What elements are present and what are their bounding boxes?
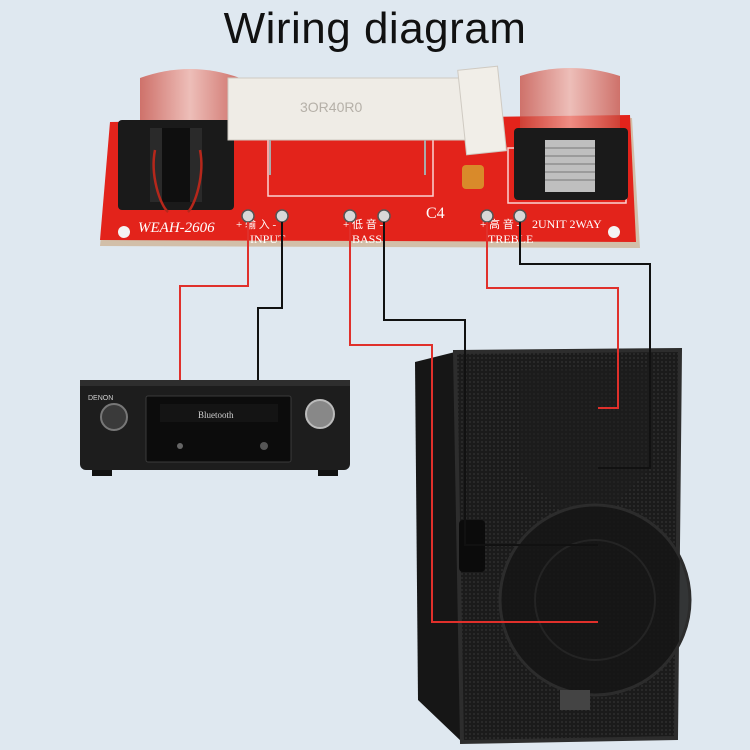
- treble-label: TREBLE: [488, 232, 533, 246]
- inductor-right: [514, 68, 628, 200]
- resistor-block: 3OR40R0: [227, 77, 467, 175]
- mount-hole: [608, 226, 620, 238]
- inductor-left: [118, 69, 240, 213]
- bass-positive-terminal: [343, 209, 357, 223]
- input-positive-terminal: [241, 209, 255, 223]
- bass-negative-terminal: [377, 209, 391, 223]
- wires: [179, 222, 651, 623]
- amp-left-knob: [100, 403, 128, 431]
- page-title: Wiring diagram: [223, 4, 527, 53]
- wire-bass-negative: [383, 222, 598, 546]
- component-label-c4: C4: [426, 205, 445, 222]
- wire-treble-positive: [486, 222, 619, 409]
- input-negative-terminal: [275, 209, 289, 223]
- amplifier: Bluetooth DENON: [80, 380, 350, 476]
- wire-input-positive: [179, 222, 249, 380]
- wire-bass-positive: [349, 222, 598, 623]
- amp-display-text: Bluetooth: [198, 410, 234, 420]
- speaker-woofer: [500, 505, 690, 695]
- amp-brand: DENON: [88, 395, 113, 402]
- wire-treble-negative: [519, 222, 651, 469]
- svg-text:3OR40R0: 3OR40R0: [300, 99, 362, 115]
- resistor-small: [457, 65, 507, 156]
- board-mode-label: 2UNIT 2WAY: [532, 217, 602, 231]
- bass-label: BASS: [352, 232, 382, 246]
- crossover-board: 3OR40R0 WE: [100, 65, 640, 248]
- mount-hole: [118, 226, 130, 238]
- amp-volume-knob: [305, 399, 335, 429]
- speaker-badge: [560, 690, 590, 710]
- treble-positive-terminal: [480, 209, 494, 223]
- capacitor-c4: [462, 165, 484, 189]
- input-label: INPUT: [250, 232, 286, 246]
- board-model: WEAH-2606: [138, 220, 215, 236]
- treble-negative-terminal: [513, 209, 527, 223]
- wire-input-negative: [257, 222, 283, 380]
